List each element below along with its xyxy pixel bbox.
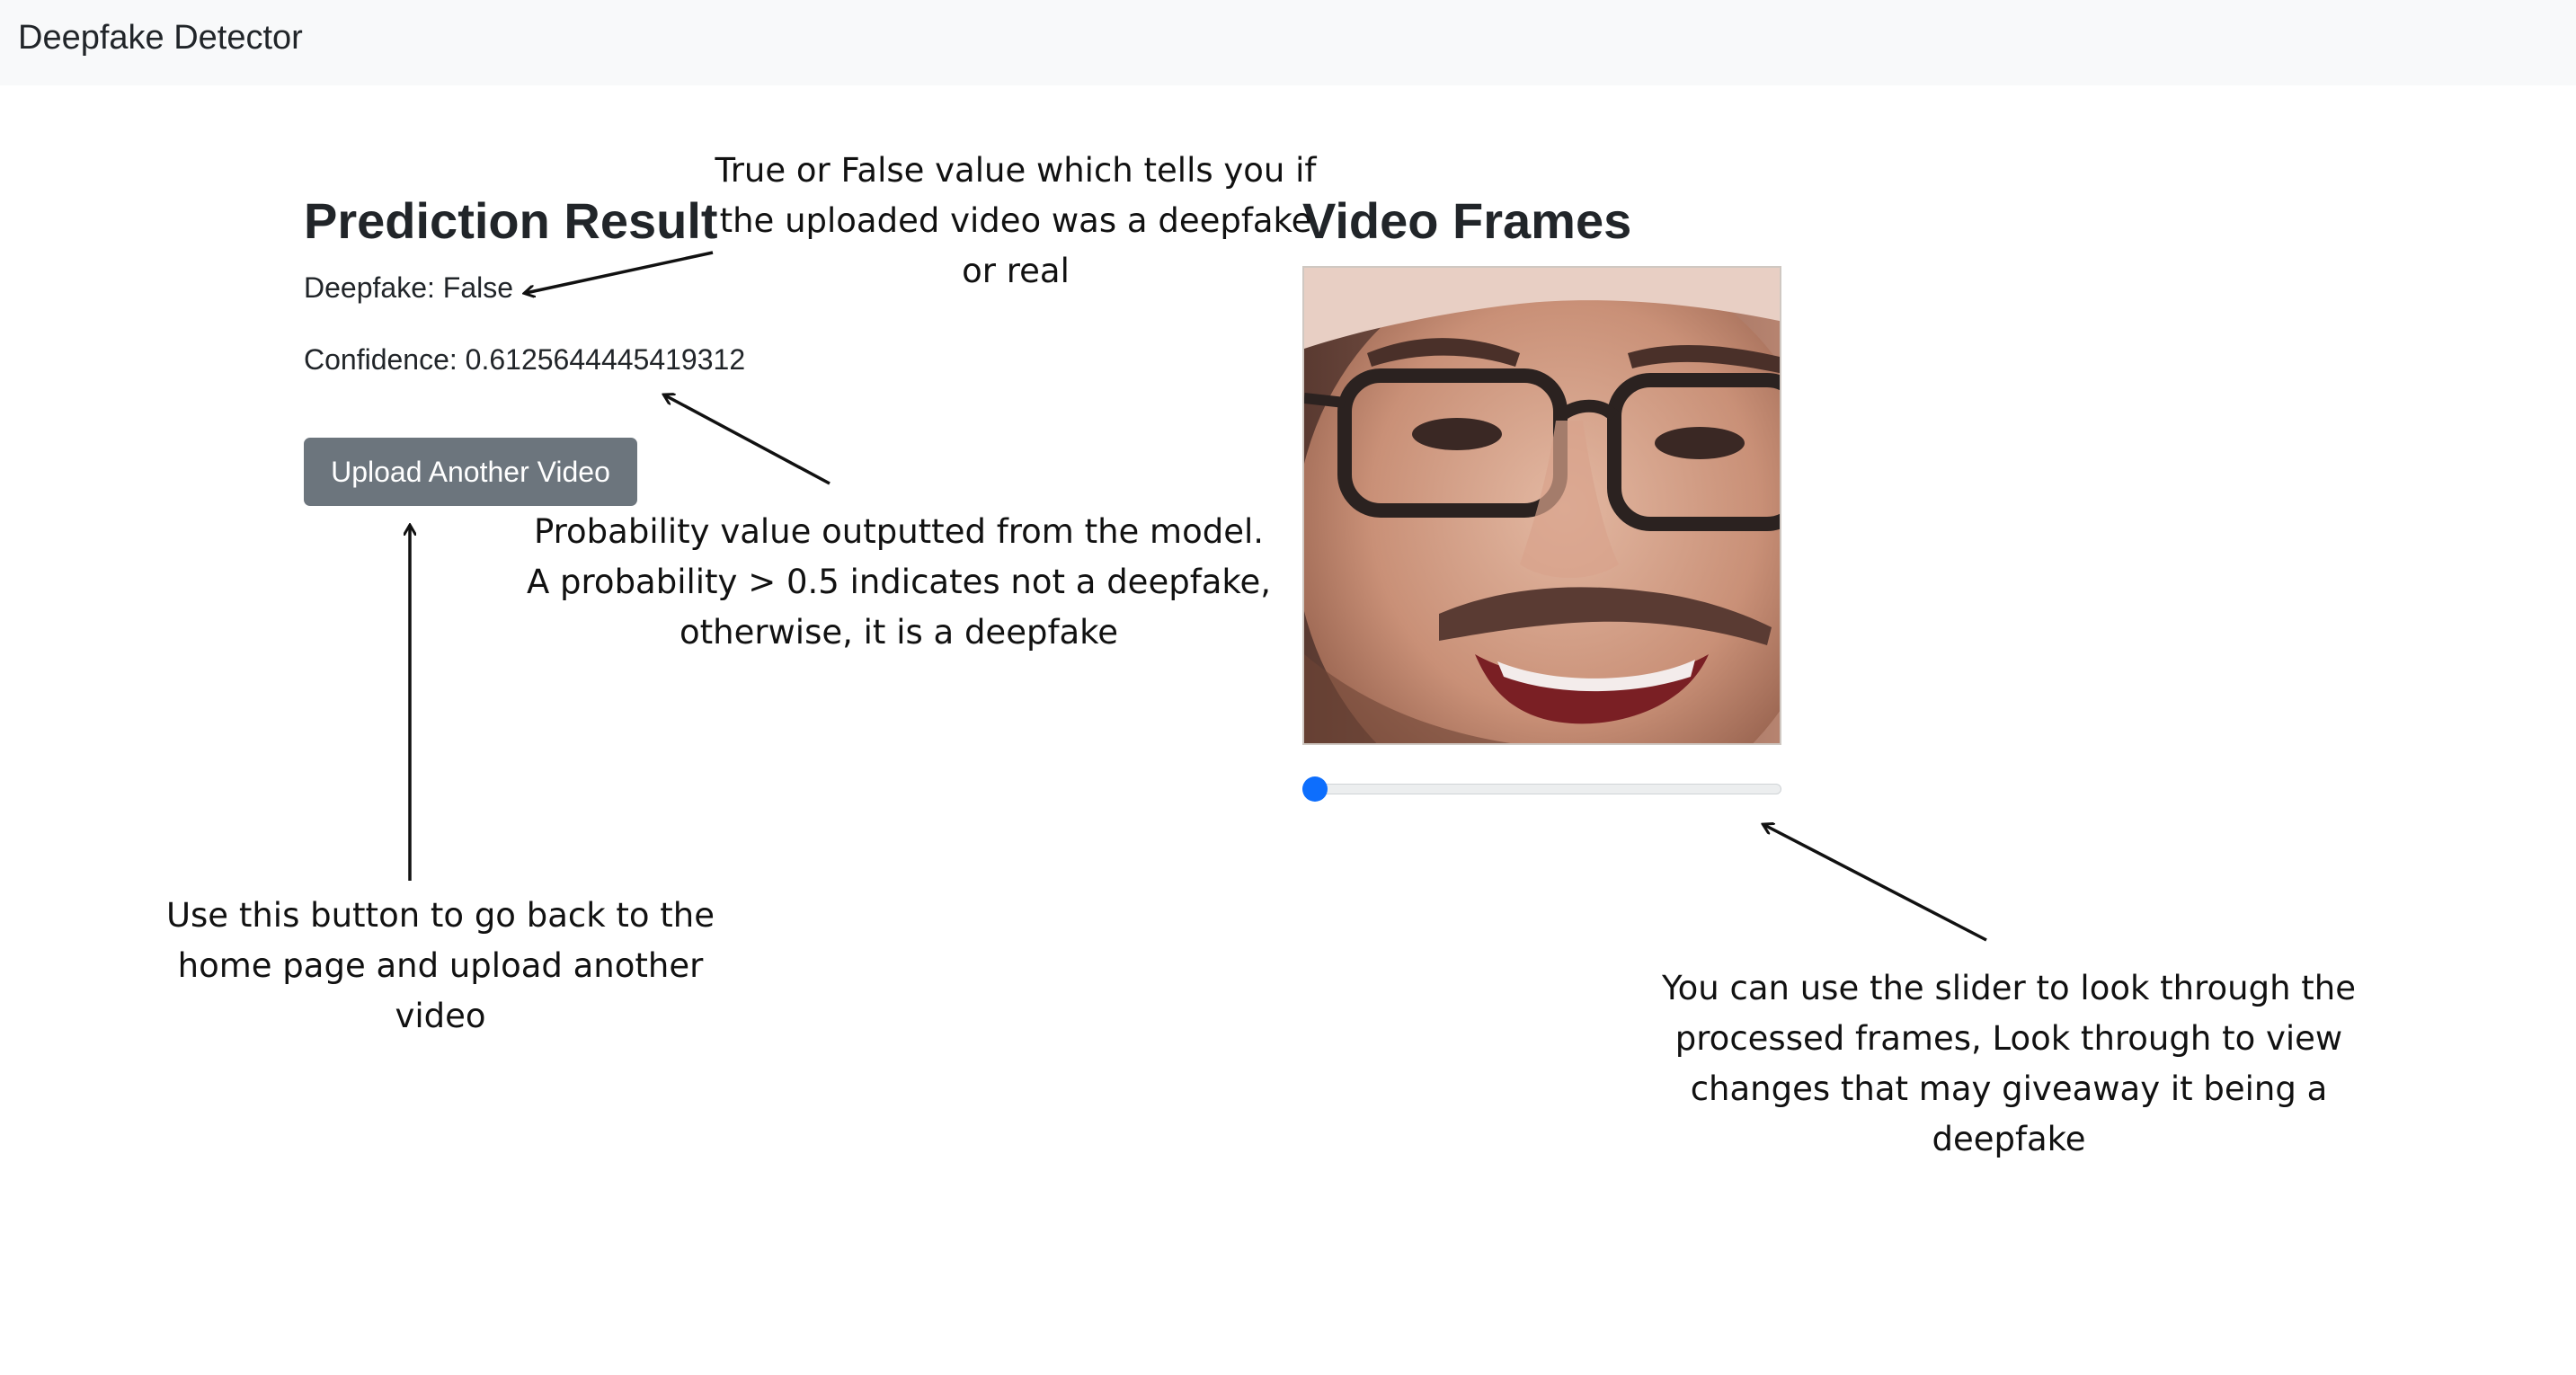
prediction-result-heading: Prediction Result [304, 192, 718, 249]
arrow-to-deepfake-result [526, 251, 714, 293]
annotation-slider-help: You can use the slider to look through t… [1661, 969, 2357, 1158]
navbar-brand[interactable]: Deepfake Detector [18, 19, 303, 57]
frame-slider[interactable] [1302, 776, 1781, 802]
frame-slider-thumb[interactable] [1302, 776, 1328, 802]
upload-another-video-button[interactable]: Upload Another Video [304, 438, 637, 506]
video-frame-image [1302, 266, 1781, 745]
frame-slider-track[interactable] [1302, 784, 1781, 794]
annotation-true-false: True or False value which tells you if t… [715, 151, 1317, 290]
video-frames-heading: Video Frames [1302, 192, 1632, 249]
confidence-result: Confidence: 0.6125644445419312 [304, 343, 746, 376]
annotation-probability: Probability value outputted from the mod… [526, 512, 1272, 652]
navbar: Deepfake Detector [0, 0, 2576, 85]
arrow-to-slider [1764, 825, 1987, 942]
face-frame-image [1304, 268, 1780, 743]
arrow-to-confidence [665, 395, 831, 485]
annotation-button-help: Use this button to go back to the home p… [165, 896, 715, 1035]
deepfake-result: Deepfake: False [304, 271, 514, 304]
